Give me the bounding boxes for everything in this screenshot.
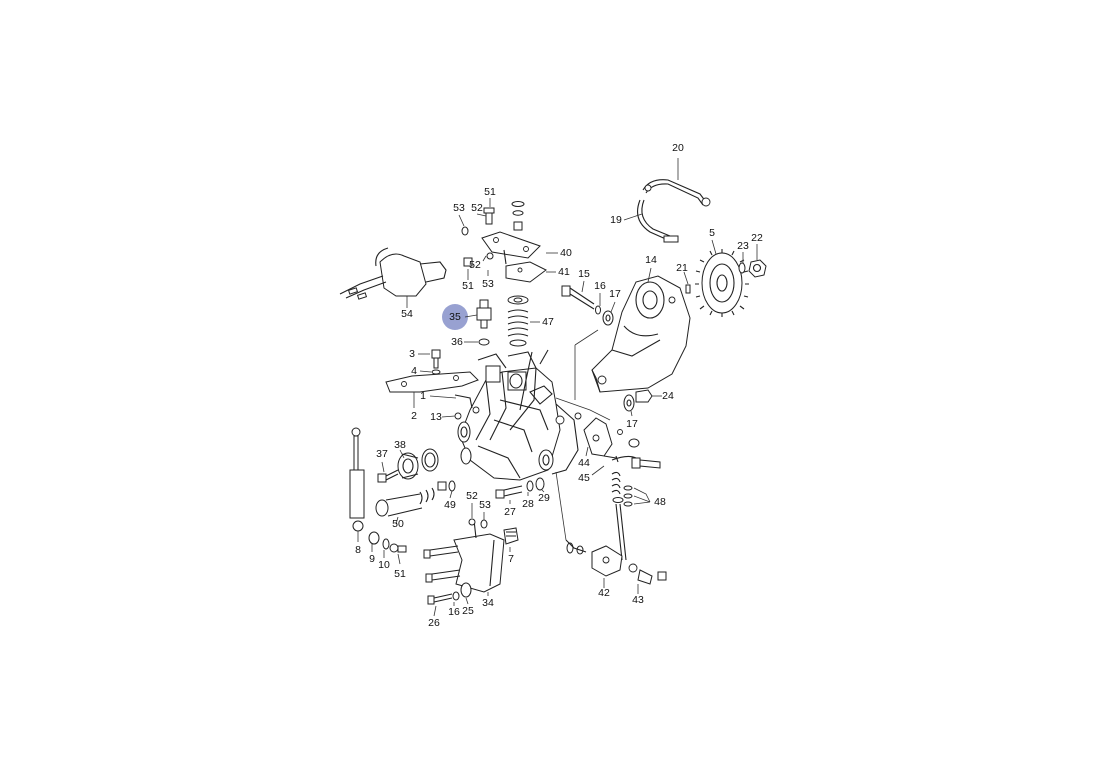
throttle-lever <box>574 412 661 469</box>
part-label-49: 49 <box>444 499 456 511</box>
part-label-9: 9 <box>369 553 375 565</box>
part-label-41: 41 <box>558 266 570 278</box>
part-label-38: 38 <box>394 439 406 451</box>
part-label-51: 51 <box>484 186 496 198</box>
part-label-47: 47 <box>542 316 554 328</box>
part-label-25: 25 <box>462 605 474 617</box>
cutoff-solenoid <box>339 247 447 300</box>
part-label-16: 16 <box>448 606 460 618</box>
part-label-35[interactable]: 35 <box>449 311 461 323</box>
part-label-13: 13 <box>430 411 442 423</box>
drive-shaft <box>375 480 456 517</box>
part-label-34: 34 <box>482 597 494 609</box>
part-label-48: 48 <box>654 496 666 508</box>
bracket-plate <box>385 349 479 393</box>
part-label-26: 26 <box>428 617 440 629</box>
highlight-marker[interactable] <box>442 304 468 330</box>
part-label-21: 21 <box>676 262 688 274</box>
part-label-52: 52 <box>466 490 478 502</box>
part-label-44: 44 <box>578 457 590 469</box>
part-label-51: 51 <box>394 568 406 580</box>
part-label-51: 51 <box>462 280 474 292</box>
timing-gear <box>695 249 749 317</box>
part-label-52: 52 <box>471 202 483 214</box>
part-label-17: 17 <box>609 288 621 300</box>
part-label-53: 53 <box>479 499 491 511</box>
part-label-24: 24 <box>662 390 674 402</box>
part-label-29: 29 <box>538 492 550 504</box>
pulley <box>377 448 439 483</box>
part-label-19: 19 <box>610 214 622 226</box>
part-label-53: 53 <box>453 202 465 214</box>
part-label-28: 28 <box>522 498 534 510</box>
part-label-7: 7 <box>508 553 514 565</box>
sender-plug <box>623 389 653 412</box>
part-label-5: 5 <box>709 227 715 239</box>
part-label-27: 27 <box>504 506 516 518</box>
part-label-54: 54 <box>401 308 413 320</box>
lower-lever <box>565 539 667 585</box>
part-label-10: 10 <box>378 559 390 571</box>
part-label-20: 20 <box>672 142 684 154</box>
part-label-2: 2 <box>411 410 417 422</box>
part-label-15: 15 <box>578 268 590 280</box>
banjo-bolt-set <box>495 477 545 499</box>
mounting-bracket <box>574 275 691 400</box>
governor-cover-cluster <box>461 201 547 347</box>
part-label-8: 8 <box>355 544 361 556</box>
part-label-42: 42 <box>598 587 610 599</box>
part-label-4: 4 <box>411 365 417 377</box>
part-label-1: 1 <box>420 390 426 402</box>
damper-fittings <box>368 531 407 553</box>
bracket-bolt <box>561 285 614 326</box>
part-label-45: 45 <box>578 472 590 484</box>
part-label-40: 40 <box>560 247 572 259</box>
part-label-50: 50 <box>392 518 404 530</box>
part-label-37: 37 <box>376 448 388 460</box>
part-label-17: 17 <box>626 418 638 430</box>
part-35-valve <box>476 299 492 346</box>
pin <box>685 284 691 294</box>
damper-strut <box>349 427 365 532</box>
part-label-14: 14 <box>645 254 657 266</box>
fuel-return-pipe <box>637 179 711 243</box>
part-label-16: 16 <box>594 280 606 292</box>
rod-spring-assembly <box>611 471 651 561</box>
gear-nut <box>738 259 767 278</box>
part-label-36: 36 <box>451 336 463 348</box>
part-label-22: 22 <box>751 232 763 244</box>
part-label-3: 3 <box>409 348 415 360</box>
part-label-53: 53 <box>482 278 494 290</box>
lower-bracket-cluster <box>423 518 519 605</box>
part-label-52: 52 <box>469 259 481 271</box>
part-label-43: 43 <box>632 594 644 606</box>
injection-pump-body <box>454 349 579 481</box>
part-label-23: 23 <box>737 240 749 252</box>
